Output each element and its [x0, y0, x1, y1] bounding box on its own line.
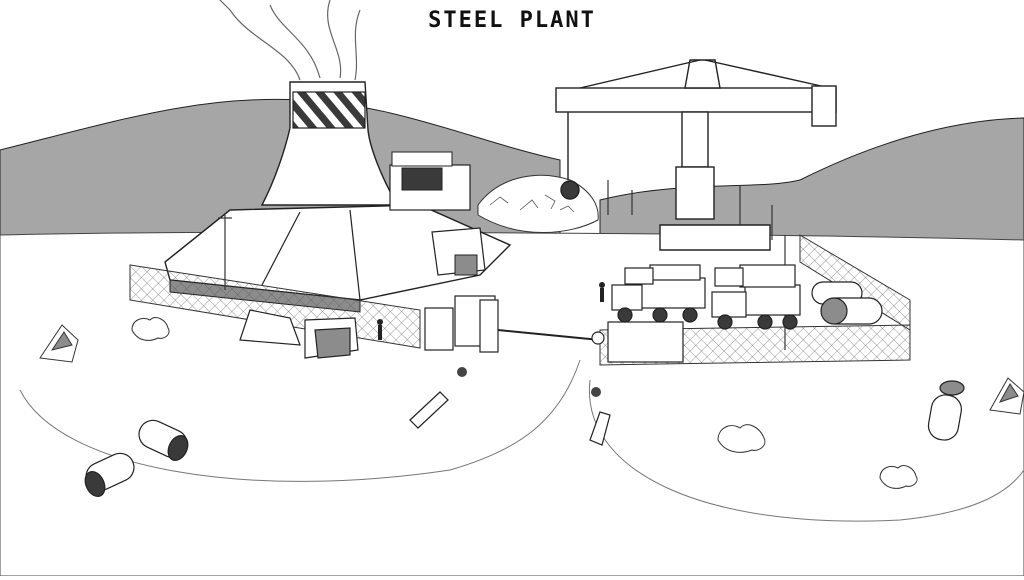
- dump-truck-icon: [624, 264, 701, 285]
- cooling-tower-icon: [260, 81, 400, 206]
- road-right: [588, 379, 1024, 522]
- pipe-segment-icon: [927, 380, 965, 441]
- hills-right: [599, 117, 1024, 241]
- rock-icon: [39, 324, 79, 363]
- smoke-plume-icon: [219, 0, 361, 81]
- shrub-icon: [879, 465, 918, 489]
- scrap-detail: [489, 194, 575, 213]
- concrete-barriers: [409, 391, 611, 446]
- dump-truck-icon: [711, 284, 801, 330]
- gate: [424, 295, 684, 363]
- shed: [431, 227, 486, 276]
- pipe-segment-icon: [138, 419, 189, 461]
- gantry-crane-icon: [555, 59, 837, 251]
- control-building: [389, 151, 471, 211]
- page-title: STEEL PLANT: [428, 8, 596, 33]
- pipe-segment-icon: [84, 452, 135, 497]
- guard-person-icon: [599, 282, 605, 302]
- bollards: [457, 367, 601, 397]
- dump-truck-icon: [611, 277, 706, 323]
- dump-truck-icon: [714, 264, 796, 288]
- pipe-stack: [811, 281, 883, 325]
- shrub-icon: [131, 317, 170, 341]
- truck-group: [611, 264, 801, 330]
- guard-person-icon: [377, 319, 383, 340]
- debris-blocks: [239, 309, 359, 359]
- rock-icon: [989, 377, 1024, 415]
- road-left: [19, 359, 581, 482]
- shrub-icon: [717, 424, 766, 453]
